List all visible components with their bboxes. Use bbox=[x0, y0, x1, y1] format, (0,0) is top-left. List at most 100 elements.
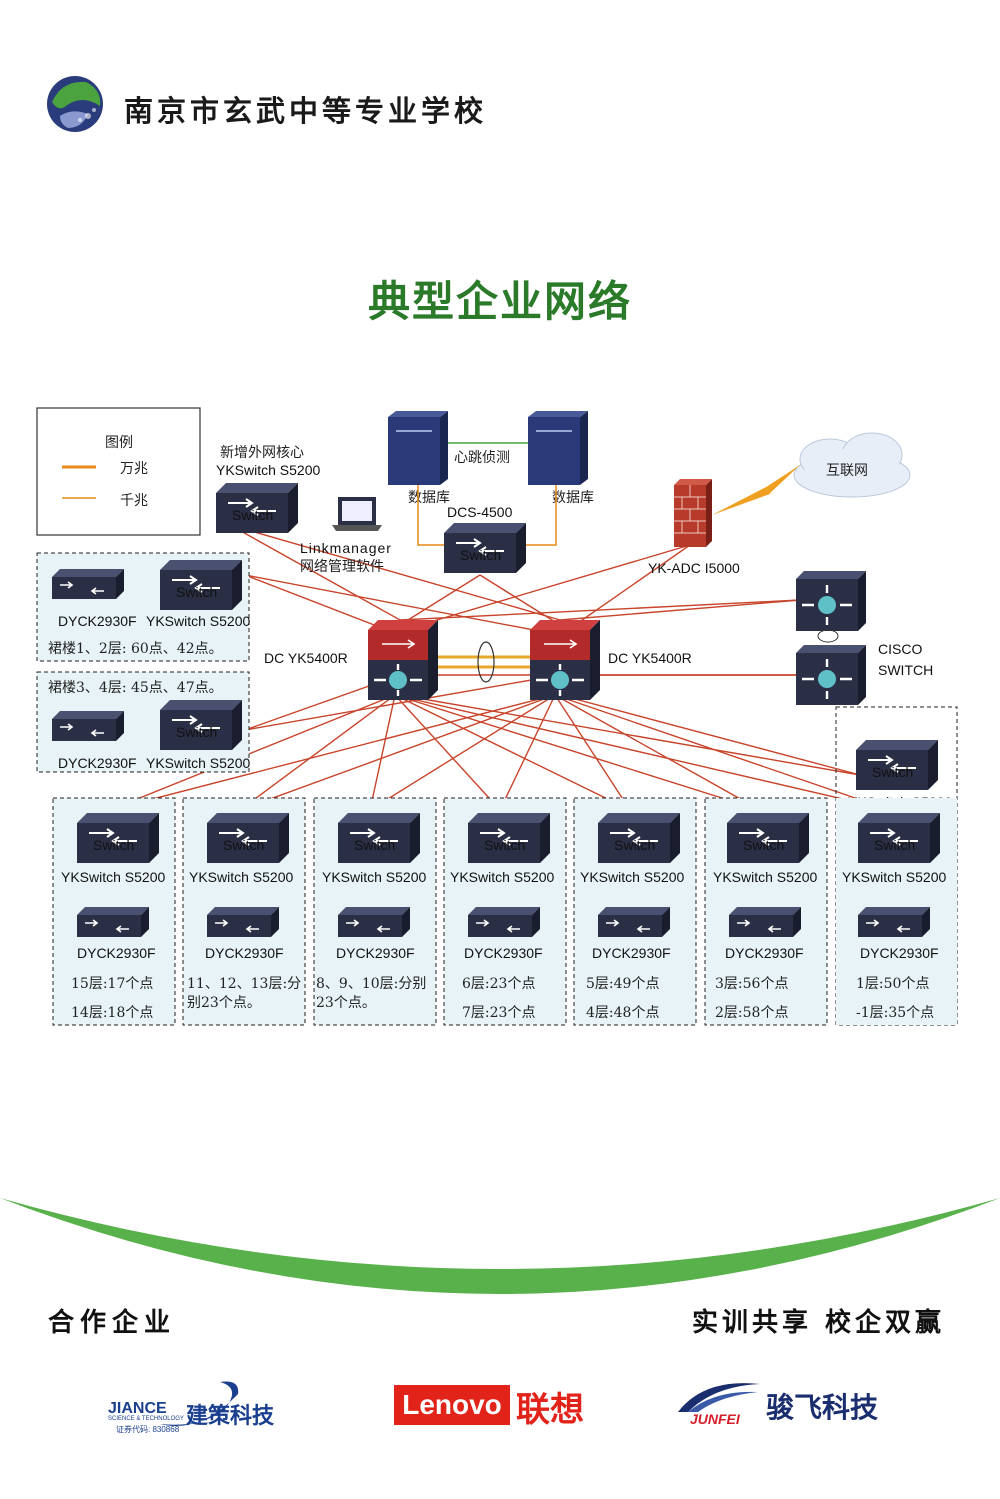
jiance-swoosh-icon bbox=[160, 1381, 239, 1426]
heartbeat-label: 心跳侦测 bbox=[454, 450, 510, 466]
firewall-icon bbox=[674, 479, 712, 547]
annex-note: 裙楼3、4层: 45点、47点。 bbox=[48, 680, 223, 696]
floor-agg-model: YKSwitch S5200 bbox=[450, 869, 554, 885]
floor-group-6: Switch YKSwitch S5200 DYCK2930F 3层:56个点 … bbox=[704, 797, 828, 1026]
floor-note-2: 7层:23个点 bbox=[462, 1005, 535, 1021]
floor-note-1: 8、9、10层:分别 bbox=[316, 976, 426, 992]
floor-agg-model: YKSwitch S5200 bbox=[713, 869, 817, 885]
switch-label: Switch bbox=[743, 837, 784, 853]
annex-note: 裙楼1、2层: 60点、42点。 bbox=[48, 641, 223, 657]
floor-agg-model: YKSwitch S5200 bbox=[842, 869, 946, 885]
floor-access-model: DYCK2930F bbox=[464, 945, 543, 961]
lenovo-logo: Lenovo bbox=[394, 1385, 510, 1425]
database-right-label: 数据库 bbox=[552, 490, 594, 506]
lightning-icon bbox=[712, 465, 800, 515]
access-model: DYCK2930F bbox=[58, 755, 137, 771]
floor-note-2: 别23个点。 bbox=[187, 995, 261, 1011]
floor-group-1: Switch YKSwitch S5200 DYCK2930F 15层:17个点… bbox=[52, 797, 176, 1026]
cisco-label-1: CISCO bbox=[878, 641, 922, 657]
floor-note-1: 3层:56个点 bbox=[715, 976, 788, 992]
green-swoosh bbox=[0, 1198, 1000, 1294]
floor-agg-model: YKSwitch S5200 bbox=[61, 869, 165, 885]
jiance-logo-cn: 建策科技 bbox=[186, 1404, 275, 1429]
core-switch-left-icon bbox=[366, 618, 440, 702]
footer-slogan: 实训共享 校企双赢 bbox=[691, 1308, 945, 1338]
floor-access-model: DYCK2930F bbox=[205, 945, 284, 961]
switch-label: Switch bbox=[460, 547, 501, 563]
switch-label: Switch bbox=[223, 837, 264, 853]
page-title: 典型企业网络 bbox=[367, 277, 632, 326]
new-core-title: 新增外网核心 bbox=[220, 445, 304, 461]
floor-agg-model: YKSwitch S5200 bbox=[189, 869, 293, 885]
floor-group-3: Switch YKSwitch S5200 DYCK2930F 8、9、10层:… bbox=[313, 797, 437, 1026]
floor-group-7: Switch YKSwitch S5200 DYCK2930F 1层:50个点 … bbox=[836, 798, 957, 1025]
floor-access-model: DYCK2930F bbox=[860, 945, 939, 961]
database-server-right-icon bbox=[528, 411, 588, 485]
jiance-logo-code: 证券代码: 830868 bbox=[116, 1425, 180, 1434]
linkmanager-cn-label: 网络管理软件 bbox=[300, 559, 384, 575]
access-switch-icon bbox=[51, 568, 125, 600]
floor-agg-model: YKSwitch S5200 bbox=[580, 869, 684, 885]
floor-agg-model: YKSwitch S5200 bbox=[322, 869, 426, 885]
floor-access-model: DYCK2930F bbox=[336, 945, 415, 961]
jiance-logo-en: JIANCE bbox=[108, 1400, 167, 1417]
floor-note-1: 11、12、13层:分 bbox=[187, 976, 301, 992]
switch-label: Switch bbox=[176, 724, 217, 740]
legend: 图例 万兆 千兆 bbox=[36, 407, 201, 536]
legend-item-10g: 万兆 bbox=[120, 461, 148, 477]
switch-label: Switch bbox=[176, 584, 217, 600]
cisco-switch-top-icon bbox=[794, 569, 868, 633]
school-name: 南京市玄武中等专业学校 bbox=[124, 94, 488, 128]
floor-note-2: 23个点。 bbox=[316, 995, 376, 1011]
floor-note-1: 1层:50个点 bbox=[856, 976, 929, 992]
legend-title: 图例 bbox=[105, 435, 133, 451]
database-server-left-icon bbox=[388, 411, 448, 485]
floor-note-2: 14层:18个点 bbox=[71, 1005, 153, 1021]
switch-label: Switch bbox=[872, 764, 913, 780]
lenovo-logo-cn: 联想 bbox=[516, 1390, 584, 1430]
cisco-switch-bottom-icon bbox=[794, 643, 868, 707]
switch-label: Switch bbox=[614, 837, 655, 853]
dcs-label: DCS-4500 bbox=[447, 504, 513, 520]
floor-note-1: 15层:17个点 bbox=[71, 976, 153, 992]
floor-group-4: Switch YKSwitch S5200 DYCK2930F 6层:23个点 … bbox=[443, 797, 567, 1026]
internet-cloud-icon bbox=[793, 432, 911, 498]
linkmanager-label: Linkmanager bbox=[300, 540, 392, 556]
switch-label: Switch bbox=[232, 507, 273, 523]
junfei-logo-en: JUNFEI bbox=[690, 1411, 740, 1427]
floor-note-1: 5层:49个点 bbox=[586, 976, 659, 992]
floor-access-model: DYCK2930F bbox=[725, 945, 804, 961]
new-core-model: YKSwitch S5200 bbox=[216, 462, 320, 478]
laptop-icon bbox=[332, 497, 382, 531]
floor-note-1: 6层:23个点 bbox=[462, 976, 535, 992]
annex-group-1: Switch DYCK2930F YKSwitch S5200 裙楼1、2层: … bbox=[36, 552, 250, 662]
jiance-logo-sub: SCIENCE & TECHNOLOGY bbox=[108, 1416, 184, 1422]
firewall-label: YK-ADC I5000 bbox=[648, 560, 740, 576]
agg-model: YKSwitch S5200 bbox=[146, 613, 250, 629]
cisco-label-2: SWITCH bbox=[878, 662, 933, 678]
switch-label: Switch bbox=[354, 837, 395, 853]
floor-access-model: DYCK2930F bbox=[592, 945, 671, 961]
network-diagram: 图例 万兆 千兆 新增外网核心 YKSwitch S5200 Switch 心跳… bbox=[36, 407, 958, 1026]
link-lines bbox=[109, 524, 891, 811]
footer-partners-title: 合作企业 bbox=[48, 1308, 177, 1338]
floor-group-2: Switch YKSwitch S5200 DYCK2930F 11、12、13… bbox=[182, 797, 306, 1026]
floor-note-2: 4层:48个点 bbox=[586, 1005, 659, 1021]
junfei-swoosh-icon bbox=[678, 1383, 760, 1412]
junfei-logo-cn: 骏飞科技 bbox=[766, 1391, 879, 1424]
core-switch-right-icon bbox=[528, 618, 602, 702]
agg-model: YKSwitch S5200 bbox=[146, 755, 250, 771]
access-switch-icon bbox=[51, 710, 125, 742]
switch-label: Switch bbox=[484, 837, 525, 853]
annex-group-2: 裙楼3、4层: 45点、47点。 Switch DYCK2930F YKSwit… bbox=[36, 671, 250, 773]
school-globe-logo bbox=[47, 76, 103, 132]
switch-label: Switch bbox=[93, 837, 134, 853]
floor-access-model: DYCK2930F bbox=[77, 945, 156, 961]
internet-label: 互联网 bbox=[826, 463, 868, 479]
floor-note-2: -1层:35个点 bbox=[856, 1005, 934, 1021]
core-right-label: DC YK5400R bbox=[608, 650, 692, 666]
floor-group-5: Switch YKSwitch S5200 DYCK2930F 5层:49个点 … bbox=[573, 797, 697, 1026]
database-left-label: 数据库 bbox=[408, 490, 450, 506]
legend-item-1g: 千兆 bbox=[120, 493, 148, 509]
floor-note-2: 2层:58个点 bbox=[715, 1005, 788, 1021]
